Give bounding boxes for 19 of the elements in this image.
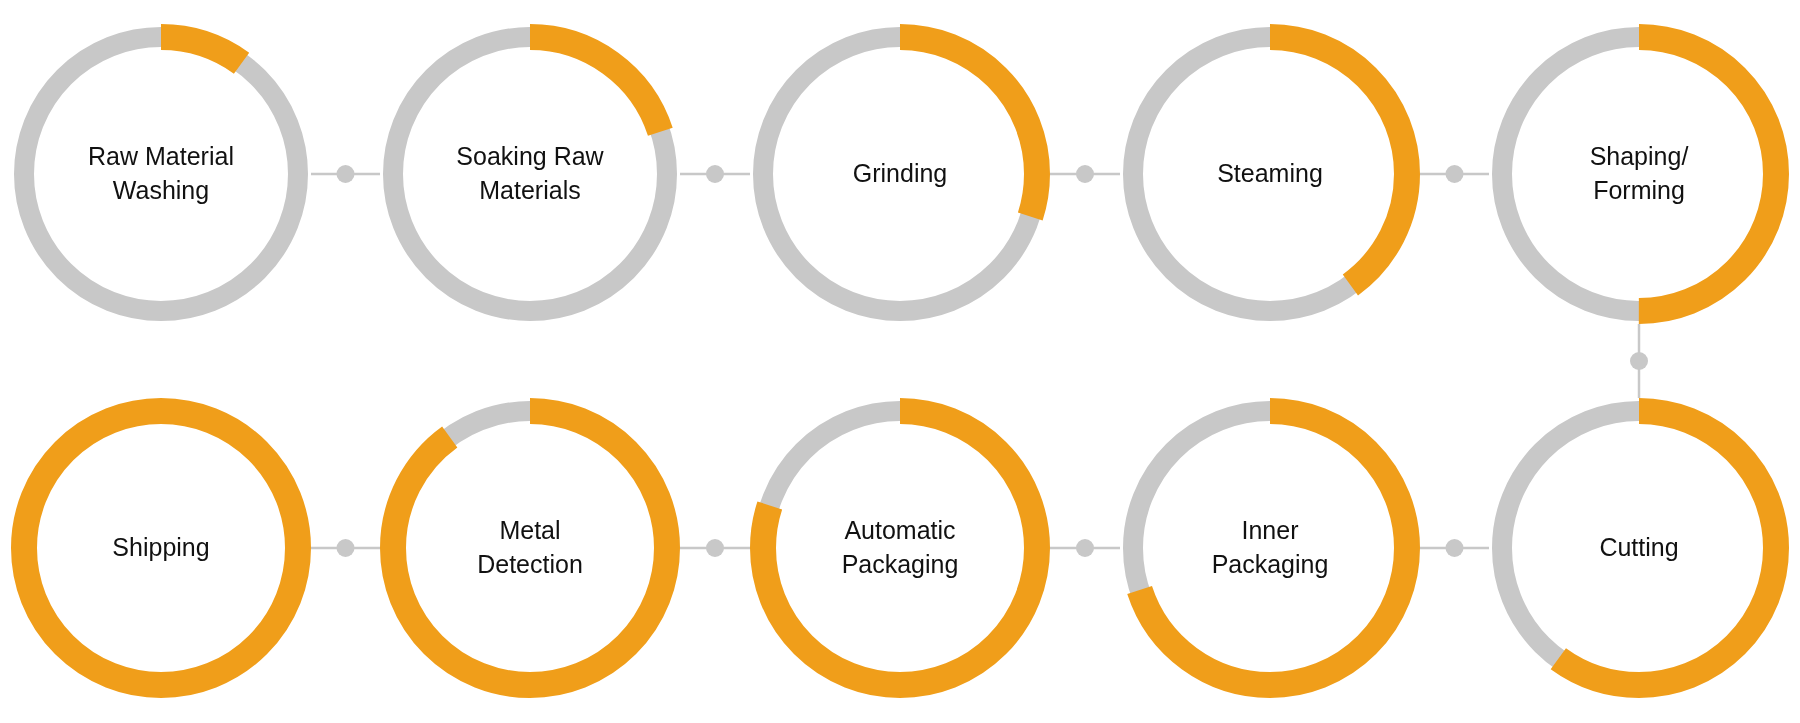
step-label: Grinding bbox=[851, 158, 949, 190]
step-label: Inner Packaging bbox=[1210, 515, 1330, 580]
connector-line bbox=[311, 546, 380, 550]
connector-line bbox=[311, 172, 380, 176]
step-label: Metal Detection bbox=[476, 515, 584, 580]
step-label: Cutting bbox=[1598, 532, 1680, 564]
connector-line bbox=[680, 172, 750, 176]
connector-line bbox=[1050, 172, 1120, 176]
connector-line bbox=[1420, 172, 1489, 176]
step-label: Soaking Raw Materials bbox=[455, 141, 605, 206]
connector-line bbox=[680, 546, 750, 550]
step-label: Steaming bbox=[1216, 158, 1324, 190]
connector-line bbox=[1637, 324, 1641, 398]
step-label: Shaping/ Forming bbox=[1588, 141, 1690, 206]
connector-line bbox=[1050, 546, 1120, 550]
step-label: Raw Material Washing bbox=[87, 141, 235, 206]
connector-line bbox=[1420, 546, 1489, 550]
step-label: Shipping bbox=[111, 532, 211, 564]
step-label: Automatic Packaging bbox=[840, 515, 960, 580]
